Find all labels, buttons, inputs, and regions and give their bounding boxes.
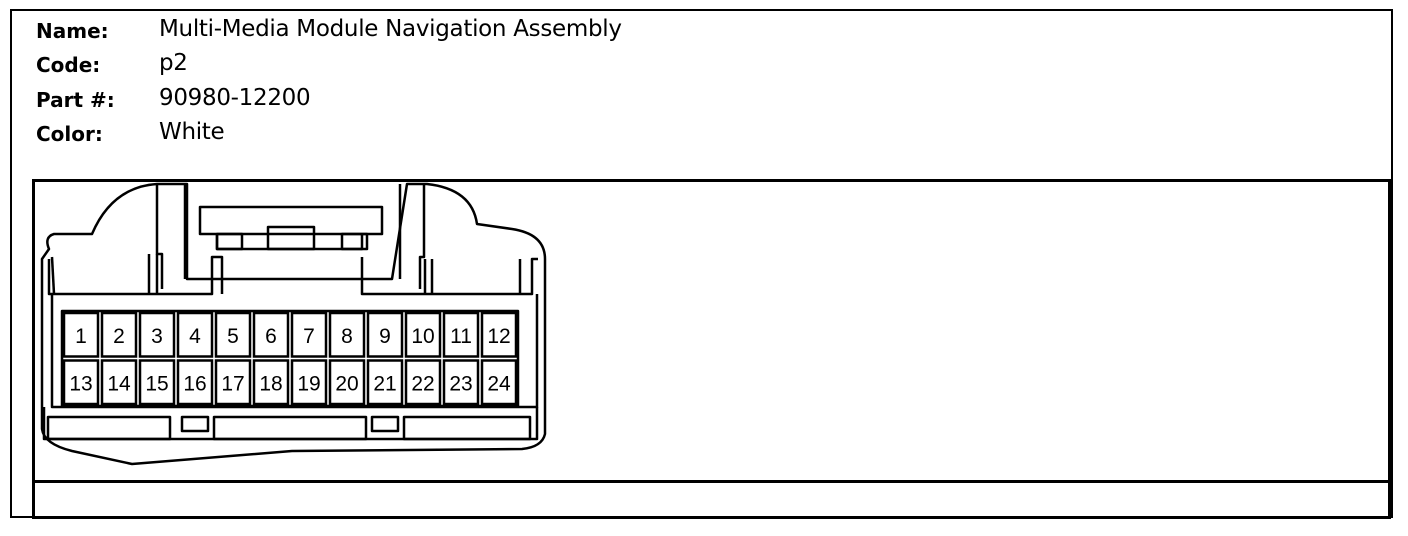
pin-cavity xyxy=(214,359,252,406)
code-value: p2 xyxy=(159,50,188,76)
pin-cavity xyxy=(480,311,518,358)
code-label: Code: xyxy=(36,53,101,77)
pin-cavity xyxy=(62,311,100,358)
pin-cavity xyxy=(100,311,138,358)
pin-number: 11 xyxy=(450,325,472,348)
pin-cavity xyxy=(442,359,480,406)
pin-number: 21 xyxy=(373,372,396,395)
pin-cavity xyxy=(366,311,404,358)
bottom-notch-left xyxy=(180,415,210,433)
latch-block xyxy=(198,205,384,236)
part-label: Part #: xyxy=(36,88,115,112)
pin-number: 22 xyxy=(411,372,434,395)
pin-cavity xyxy=(328,311,366,358)
pin-number: 13 xyxy=(69,372,92,395)
left-post xyxy=(155,184,164,289)
pin-cavity xyxy=(480,359,518,406)
part-value: 90980-12200 xyxy=(159,85,311,111)
bottom-notch-right xyxy=(370,415,400,433)
pin-number: 5 xyxy=(227,325,239,348)
pin-cavity xyxy=(290,359,328,406)
pin-number: 1 xyxy=(75,325,87,348)
right-post-inner xyxy=(418,184,426,289)
latch-bridge xyxy=(215,234,364,251)
pin-cavity xyxy=(176,359,214,406)
color-label: Color: xyxy=(36,122,103,146)
pin-number: 2 xyxy=(113,325,125,348)
pin-number: 7 xyxy=(303,325,315,348)
name-value: Multi-Media Module Navigation Assembly xyxy=(159,16,622,42)
pin-cavity xyxy=(442,311,480,358)
pin-cavity xyxy=(138,311,176,358)
pin-number: 16 xyxy=(183,372,206,395)
pin-number: 4 xyxy=(189,325,201,348)
bottom-key-mid xyxy=(212,415,368,441)
pin-number: 10 xyxy=(411,325,434,348)
name-label: Name: xyxy=(36,19,109,43)
pin-number: 3 xyxy=(151,325,163,348)
pin-cavity xyxy=(252,311,290,358)
bottom-strip xyxy=(42,407,539,441)
pin-cavity xyxy=(214,311,252,358)
latch-left-tab xyxy=(215,232,244,251)
right-mid-notch xyxy=(423,259,434,294)
pin-cavity xyxy=(252,359,290,406)
color-value: White xyxy=(159,119,225,145)
left-ear xyxy=(50,256,56,295)
pin-cavity xyxy=(404,311,442,358)
pin-cavity xyxy=(138,359,176,406)
pin-number: 19 xyxy=(297,372,320,395)
housing-outline xyxy=(40,182,547,466)
pin-number: 20 xyxy=(335,372,358,395)
pin-grid xyxy=(60,309,520,408)
pin-cavity xyxy=(176,311,214,358)
right-shoulder xyxy=(360,257,538,296)
latch-right-tab xyxy=(340,232,369,251)
pin-number: 12 xyxy=(487,325,510,348)
pin-cavity xyxy=(328,359,366,406)
connector-panel xyxy=(32,179,1391,519)
pin-number: 15 xyxy=(145,372,168,395)
pin-number: 18 xyxy=(259,372,282,395)
pin-number: 8 xyxy=(341,325,353,348)
latch-center-tab xyxy=(266,225,316,251)
pin-number: 17 xyxy=(221,372,244,395)
panel-divider xyxy=(35,480,1388,483)
pin-number: 23 xyxy=(449,372,472,395)
bottom-key-right xyxy=(402,415,532,441)
pin-number: 14 xyxy=(107,372,131,395)
pin-number: 6 xyxy=(265,325,277,348)
pin-cavity xyxy=(62,359,100,406)
bottom-key-left xyxy=(46,415,172,441)
left-mid-notch xyxy=(147,254,159,294)
left-shoulder xyxy=(47,255,224,296)
pin-cavity xyxy=(290,311,328,358)
pin-cavity xyxy=(366,359,404,406)
pin-number: 24 xyxy=(487,372,511,395)
pin-cavity xyxy=(100,359,138,406)
pin-number: 9 xyxy=(379,325,391,348)
pin-cavity xyxy=(404,359,442,406)
